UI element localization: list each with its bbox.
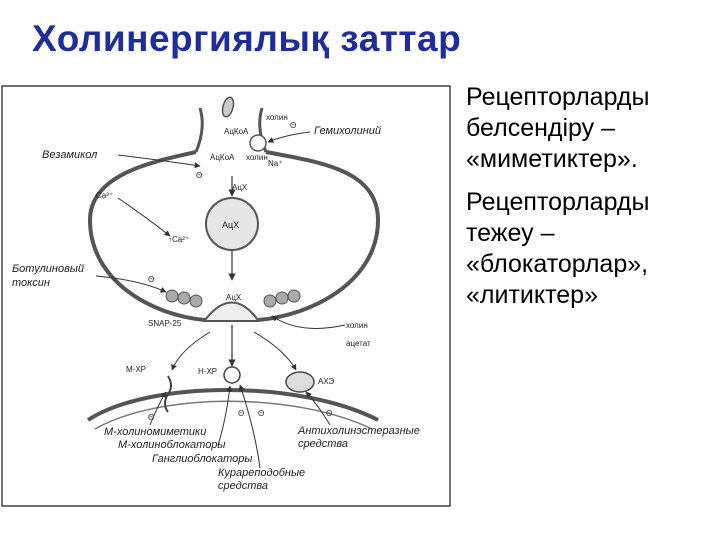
inhibit-marker-5: Θ <box>238 409 244 418</box>
label-m-xr: М-ХР <box>126 365 146 374</box>
label-vesamicol: Везамикол <box>42 149 97 161</box>
axon-left-wall <box>194 107 204 153</box>
bullet-inhibition: Рецепторларды тежеу – «блокаторлар», «ли… <box>466 187 718 311</box>
bullet-activation: Рецепторларды белсендіру – «миметиктер». <box>466 82 718 175</box>
bullet-line: Рецепторларды <box>466 188 650 216</box>
arrow-choline-reuptake <box>271 315 346 329</box>
snare-complex-left <box>165 289 203 308</box>
label-choline-mid: холин <box>246 153 268 162</box>
diagram-frame <box>1 85 451 507</box>
label-acetate: ацетат <box>346 339 371 348</box>
label-curare-1: Курареподобные <box>218 467 305 479</box>
arrow-calcium-entry <box>117 197 171 237</box>
m-receptor-icon <box>164 375 172 413</box>
label-ach-cleft: АцХ <box>226 293 242 302</box>
bullet-line: тежеу – <box>466 219 555 247</box>
label-anticholinesterase-1: Антихолинэстеразные <box>297 425 420 437</box>
label-choline-right: холин <box>346 321 368 330</box>
mitochondrion-top-icon <box>221 96 235 118</box>
arrow-hemicholine <box>267 131 311 143</box>
inhibit-marker-3: Θ <box>148 275 154 284</box>
inhibit-marker-6: Θ <box>258 409 264 418</box>
cholinergic-synapse-diagram: АцХ холин АцКоА Na⁺ АцКоА холин АцХ Ca²⁺… <box>1 85 451 507</box>
label-choline-top: холин <box>266 113 288 122</box>
bullet-line: белсендіру – <box>466 114 616 142</box>
label-accoa-mid: АцКоА <box>210 153 235 162</box>
label-ganglioblockers: Ганглиоблокаторы <box>152 453 252 465</box>
label-na: Na⁺ <box>268 159 282 168</box>
label-m-mimetics: М-холиномиметики <box>104 426 206 438</box>
slide-title: Холинергиялық заттар <box>32 18 462 59</box>
label-botulinum-1: Ботулиновый <box>12 263 84 275</box>
label-m-blockers: М-холиноблокаторы <box>118 439 226 451</box>
label-n-xr: Н-ХР <box>198 367 217 376</box>
arrow-to-m-receptor <box>171 331 211 371</box>
bullet-line: «блокаторлар», <box>466 250 649 278</box>
label-ca: Ca²⁺ <box>96 191 113 200</box>
arrow-m-mimetics <box>149 391 167 426</box>
arrow-to-ache <box>253 331 297 371</box>
label-hemicholine: Гемихолиний <box>314 125 381 137</box>
arrow-botulinum <box>95 275 167 293</box>
inhibit-marker-2: Θ <box>196 171 202 180</box>
label-ca-in: ↑Ca²⁺ <box>168 235 189 244</box>
inhibit-marker-1: Θ <box>290 121 296 130</box>
arrow-anticholinesterase <box>305 391 331 426</box>
inhibit-marker-7: Θ <box>326 409 332 418</box>
label-ache: АХЭ <box>318 377 334 386</box>
label-curare-2: средства <box>218 480 268 492</box>
ache-enzyme-icon <box>285 371 315 393</box>
label-ach-vesicle: АцХ <box>222 220 239 230</box>
bullet-line: «миметиктер». <box>466 145 638 173</box>
bullet-line: Рецепторларды <box>466 83 650 111</box>
label-anticholinesterase-2: средства <box>298 438 348 450</box>
label-snap25: SNAP-25 <box>148 319 182 328</box>
arrow-ganglioblockers <box>217 385 233 446</box>
snare-complex-right <box>263 289 301 308</box>
n-receptor-icon <box>223 366 241 384</box>
release-zone-bump <box>204 301 259 321</box>
choline-transporter-icon <box>249 134 267 152</box>
bullet-list: Рецепторларды белсендіру – «миметиктер».… <box>466 82 718 323</box>
inhibit-marker-4: Θ <box>148 413 154 422</box>
arrow-curare <box>238 384 261 469</box>
label-ach-top: АцХ <box>232 183 248 192</box>
postsynaptic-membrane-inner <box>94 400 373 430</box>
label-botulinum-2: токсин <box>12 277 50 289</box>
label-accoa-top: АцКоА <box>224 127 249 136</box>
arrow-vesamicol <box>117 154 201 169</box>
bullet-line: «литиктер» <box>466 281 598 309</box>
